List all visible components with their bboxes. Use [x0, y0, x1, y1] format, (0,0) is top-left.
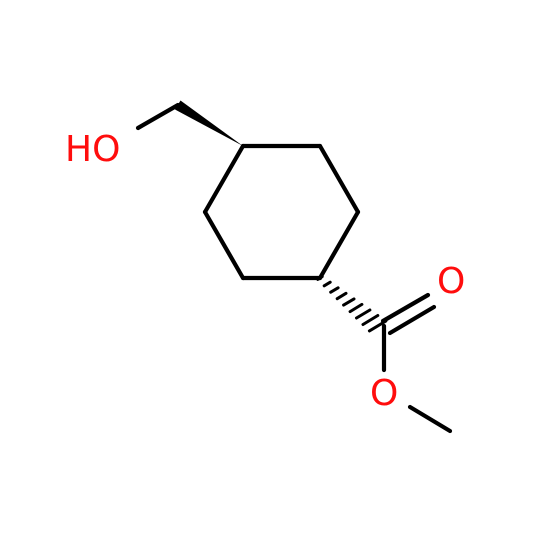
hash-bond: [316, 275, 388, 333]
methyl-bond: [407, 404, 453, 434]
carbonyl-double-bond: [380, 292, 437, 336]
ester-oxygen-label: O: [370, 373, 398, 414]
ring-bond-6: [202, 143, 246, 215]
ring-bond-3: [317, 209, 361, 281]
ch2-oh-bond: [135, 102, 181, 131]
wedge-bond: [175, 100, 243, 146]
ring-bond-2: [317, 143, 361, 215]
carbonyl-oxygen-label: O: [437, 261, 465, 302]
ring-bond-5: [202, 209, 246, 281]
hydroxyl-label: HO: [65, 129, 120, 170]
cyclohexane-ring: [202, 143, 361, 281]
